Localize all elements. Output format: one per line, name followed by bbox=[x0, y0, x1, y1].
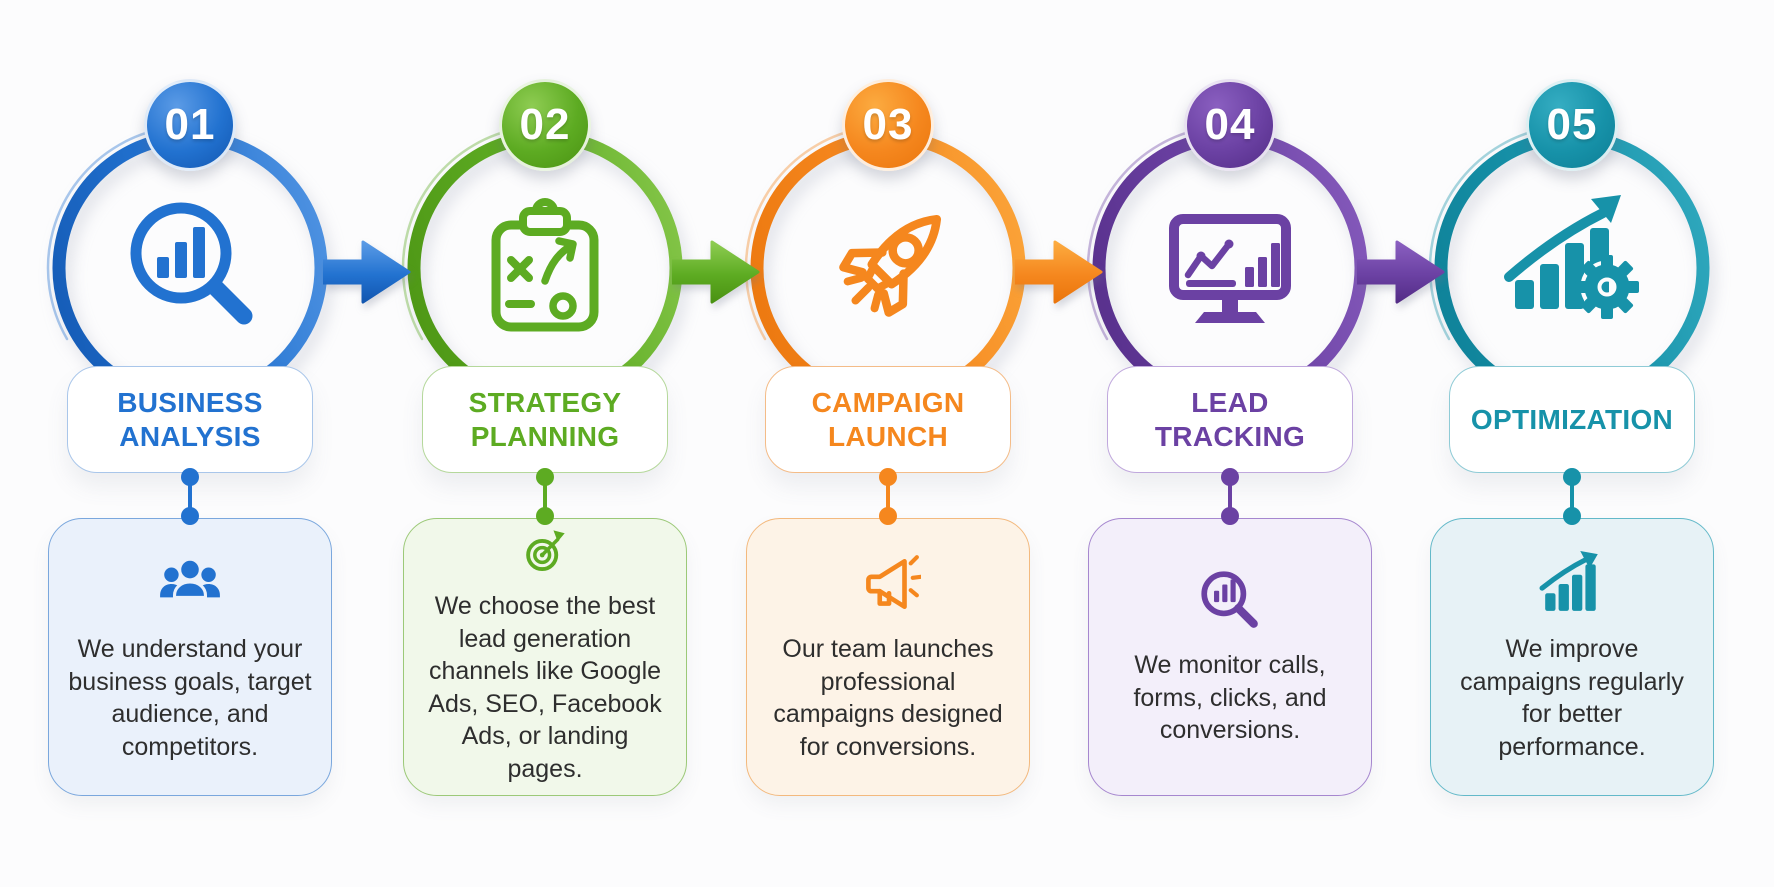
megaphone-icon bbox=[866, 555, 921, 610]
connector-line bbox=[543, 474, 547, 518]
step-title-card: STRATEGY PLANNING bbox=[422, 366, 668, 473]
step-number: 01 bbox=[164, 100, 216, 149]
description-text: We choose the best lead generation chann… bbox=[428, 592, 662, 783]
target-dart-icon bbox=[526, 530, 565, 572]
connector-dot bbox=[1563, 507, 1581, 525]
connector-dot bbox=[1221, 468, 1239, 486]
step-number-badge: 03 bbox=[842, 79, 934, 171]
connector-dot bbox=[1221, 507, 1239, 525]
connector-line bbox=[188, 474, 192, 518]
step-title: BUSINESS ANALYSIS bbox=[117, 386, 263, 452]
magnifier-bars-icon bbox=[1201, 571, 1258, 629]
step-number: 02 bbox=[519, 100, 571, 149]
step-title-card: OPTIMIZATION bbox=[1449, 366, 1695, 473]
description-card: We choose the best lead generation chann… bbox=[403, 518, 687, 796]
arrow-right-icon bbox=[1357, 240, 1445, 304]
step-title: LEAD TRACKING bbox=[1154, 386, 1306, 452]
step-title: CAMPAIGN LAUNCH bbox=[811, 386, 965, 452]
step-number: 04 bbox=[1204, 100, 1256, 149]
description-text: We improve campaigns regularly for bette… bbox=[1460, 635, 1684, 761]
description-card: Our team launches professional campaigns… bbox=[746, 518, 1030, 796]
monitor-analytics-icon bbox=[1169, 214, 1291, 323]
description-text: We monitor calls, forms, clicks, and con… bbox=[1133, 651, 1327, 745]
connector-dot bbox=[879, 507, 897, 525]
rocket-icon bbox=[839, 214, 942, 317]
connector-dot bbox=[536, 468, 554, 486]
connector-line bbox=[886, 474, 890, 518]
connector-dot bbox=[536, 507, 554, 525]
arrow-right-icon bbox=[672, 240, 760, 304]
step-title-card: LEAD TRACKING bbox=[1107, 366, 1353, 473]
connector-dot bbox=[181, 468, 199, 486]
people-group-icon bbox=[160, 557, 220, 599]
step-number-badge: 02 bbox=[499, 79, 591, 171]
step-number-badge: 01 bbox=[144, 79, 236, 171]
description-text: We understand your business goals, targe… bbox=[68, 635, 312, 761]
strategy-clipboard-icon bbox=[491, 198, 599, 332]
connector-dot bbox=[879, 468, 897, 486]
step-title-card: CAMPAIGN LAUNCH bbox=[765, 366, 1011, 473]
connector-line bbox=[1570, 474, 1574, 518]
step-number: 05 bbox=[1546, 100, 1598, 149]
step-number-badge: 05 bbox=[1526, 79, 1618, 171]
description-card: We improve campaigns regularly for bette… bbox=[1430, 518, 1714, 796]
step-title-card: BUSINESS ANALYSIS bbox=[67, 366, 313, 473]
step-number-badge: 04 bbox=[1184, 79, 1276, 171]
magnifier-bar-chart-icon bbox=[130, 202, 253, 325]
connector-dot bbox=[1563, 468, 1581, 486]
growth-arrow-icon bbox=[1539, 551, 1598, 611]
description-text: Our team launches professional campaigns… bbox=[773, 635, 1003, 761]
connector-line bbox=[1228, 474, 1232, 518]
step-title: OPTIMIZATION bbox=[1470, 403, 1674, 435]
connector-dot bbox=[181, 507, 199, 525]
step-title: STRATEGY PLANNING bbox=[468, 386, 622, 452]
description-card: We understand your business goals, targe… bbox=[48, 518, 332, 796]
description-card: We monitor calls, forms, clicks, and con… bbox=[1088, 518, 1372, 796]
step-number: 03 bbox=[862, 100, 914, 149]
growth-gear-icon bbox=[1504, 195, 1639, 319]
arrow-right-icon bbox=[323, 240, 411, 304]
arrow-right-icon bbox=[1015, 240, 1103, 304]
